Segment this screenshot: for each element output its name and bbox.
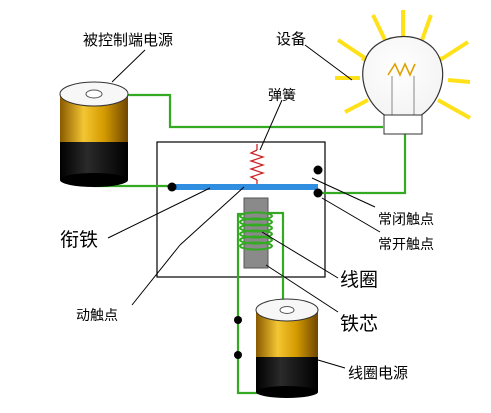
label-nc-contact: 常闭触点 xyxy=(378,212,434,228)
label-controlled-source: 被控制端电源 xyxy=(83,31,173,49)
coil-wire-dot-upper xyxy=(234,316,242,324)
label-no-contact: 常开触点 xyxy=(378,237,434,253)
relay-housing xyxy=(156,141,326,278)
coil-windings xyxy=(239,211,273,251)
coil-battery xyxy=(255,298,319,398)
controlled-battery xyxy=(59,81,129,187)
label-coil-source: 线圈电源 xyxy=(348,364,408,382)
label-spring: 弹簧 xyxy=(268,88,296,104)
coil-assembly xyxy=(239,197,273,269)
coil-wire-dot-lower xyxy=(234,351,242,359)
label-device: 设备 xyxy=(276,30,306,48)
lightbulb xyxy=(335,10,471,135)
label-armature: 衔铁 xyxy=(60,229,98,251)
label-coil: 线圈 xyxy=(340,269,378,291)
no-contact-dot xyxy=(313,188,323,198)
nc-contact-dot xyxy=(313,165,323,175)
label-iron-core: 铁芯 xyxy=(340,313,378,335)
moving-contact-dot xyxy=(167,182,177,192)
leader-lines xyxy=(107,44,381,369)
label-moving-contact: 动触点 xyxy=(76,308,118,324)
